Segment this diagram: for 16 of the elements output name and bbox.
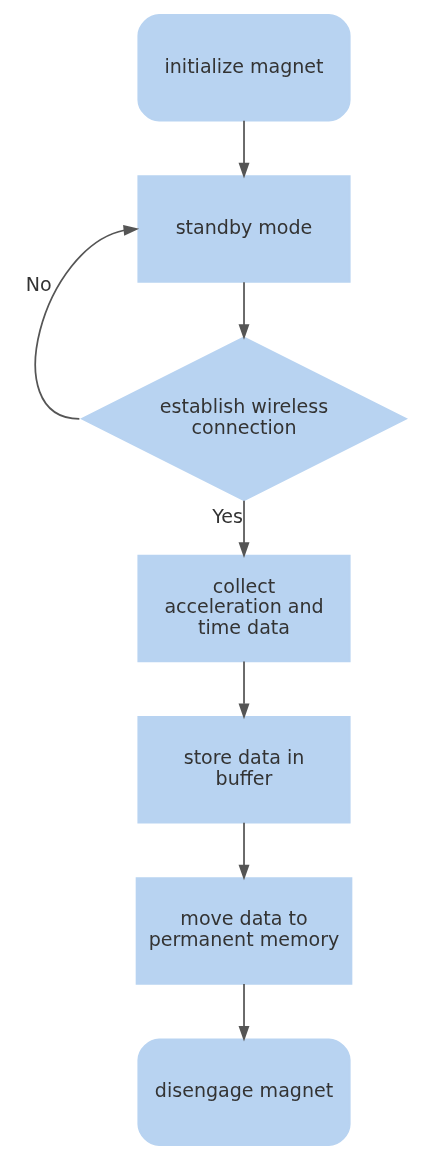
arrow bbox=[238, 281, 250, 340]
node-box: store data in buffer bbox=[137, 716, 351, 824]
arrow bbox=[238, 499, 250, 558]
edge-label: No bbox=[25, 272, 52, 295]
arrow bbox=[238, 119, 250, 179]
edge-label: Yes bbox=[212, 504, 243, 527]
arrow bbox=[34, 224, 140, 420]
node-box: collect acceleration and time data bbox=[137, 554, 351, 663]
node-box: standby mode bbox=[137, 175, 351, 283]
arrow bbox=[238, 660, 250, 720]
node-diamond: establish wireless connection bbox=[80, 336, 408, 502]
arrow bbox=[238, 983, 250, 1042]
arrow bbox=[238, 821, 250, 881]
node-box: disengage magnet bbox=[137, 1038, 351, 1146]
node-box: initialize magnet bbox=[137, 14, 351, 122]
node-box: move data to permanent memory bbox=[135, 877, 353, 985]
